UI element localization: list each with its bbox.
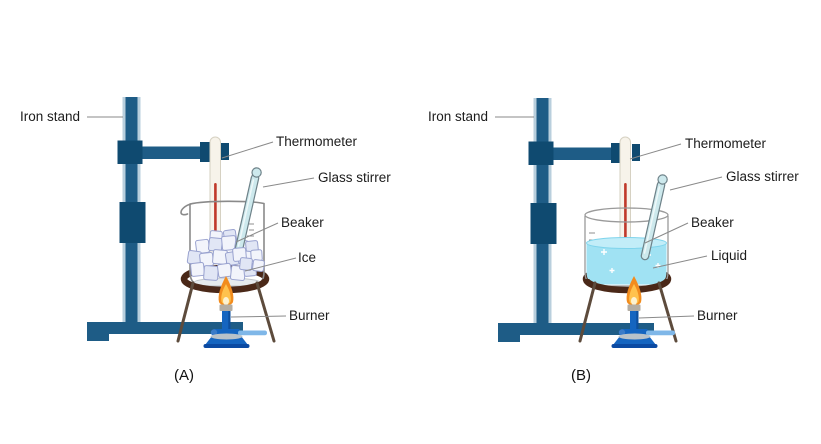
ice-a [186, 228, 265, 281]
label-ice-a: Ice [298, 250, 317, 265]
label-thermometer-a: Thermometer [276, 134, 358, 149]
label-thermometer-b: Thermometer [685, 136, 767, 151]
label-burner-b: Burner [697, 308, 738, 323]
apparatus-a [87, 97, 315, 348]
tripod-ring-front-b [582, 278, 672, 294]
ice-front-a [232, 247, 253, 271]
label-beaker-a: Beaker [281, 215, 324, 230]
label-glass-stirrer-b: Glass stirrer [726, 169, 799, 184]
glass-stirrer-a [239, 168, 262, 249]
caption-b: (B) [571, 367, 591, 384]
apparatus-b [495, 98, 723, 348]
label-beaker-b: Beaker [691, 215, 734, 230]
liquid-b [586, 237, 667, 285]
label-burner-a: Burner [289, 308, 330, 323]
label-iron-stand-a: Iron stand [20, 109, 81, 124]
leader-lines-b [495, 116, 723, 319]
label-iron-stand-b: Iron stand [428, 109, 489, 124]
label-glass-stirrer-a: Glass stirrer [318, 170, 391, 185]
label-liquid-b: Liquid [711, 248, 748, 263]
caption-a: (A) [174, 367, 194, 384]
leader-lines-a [87, 116, 315, 318]
